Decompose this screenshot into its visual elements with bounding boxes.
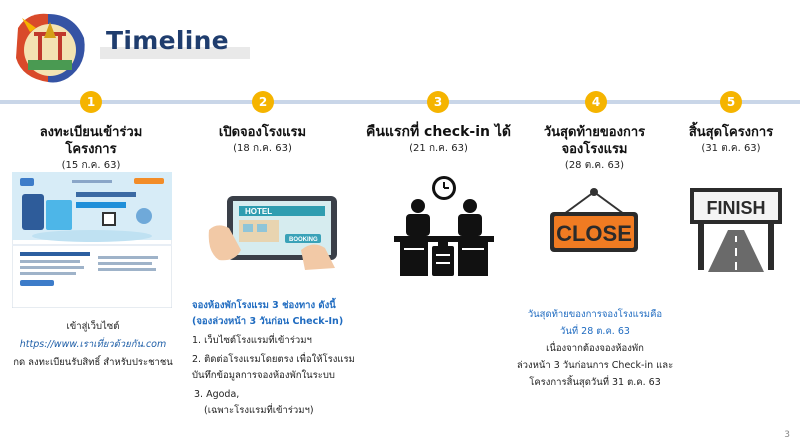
col1-line3: กด ลงทะเบียนรับสิทธิ์ สำหรับประชาชน xyxy=(13,357,173,368)
step-date: (31 ต.ค. 63) xyxy=(701,143,761,154)
col2-text: จองห้องพักโรงแรม 3 ช่องทาง ดังนี้ (จองล่… xyxy=(192,299,367,417)
timeline-node-1: 1 xyxy=(80,91,102,113)
col4-line3: เนื่องจากต้องจองห้องพัก xyxy=(546,343,644,354)
step-date: (15 ก.ค. 63) xyxy=(61,160,121,171)
step-1: ลงทะเบียนเข้าร่วม โครงการ (15 ก.ค. 63) xyxy=(20,124,162,173)
step-title: เปิดจองโรงแรม xyxy=(218,125,307,140)
col4-text: วันสุดท้ายของการจองโรงแรมคือ วันที่ 28 ต… xyxy=(510,308,680,389)
step-4: วันสุดท้ายของการ จองโรงแรม (28 ต.ค. 63) xyxy=(522,124,667,173)
title-underline xyxy=(100,47,250,59)
step-title: สิ้นสุดโครงการ xyxy=(688,125,774,140)
page-title: Timeline xyxy=(106,26,229,55)
step-title: ลงทะเบียนเข้าร่วม xyxy=(39,125,143,140)
col4-heading1: วันสุดท้ายของการจองโรงแรมคือ xyxy=(527,309,663,320)
finish-sign-text: FINISH xyxy=(706,198,765,218)
col2-item2a: 2. ติดต่อโรงแรมโดยตรง เพื่อให้โรงแรม xyxy=(192,354,355,365)
step-title: วันสุดท้ายของการ xyxy=(543,125,646,140)
col4-heading2: วันที่ 28 ต.ค. 63 xyxy=(560,326,630,337)
timeline-node-5: 5 xyxy=(720,91,742,113)
col2-item3b: (เฉพาะโรงแรมที่เข้าร่วมฯ) xyxy=(204,405,314,416)
page-number: 3 xyxy=(784,430,790,440)
close-sign-illustration: CLOSE xyxy=(548,186,640,258)
timeline-node-4: 4 xyxy=(585,91,607,113)
col1-text: เข้าสู่เว็บไซต์ https://www.เราเที่ยวด้ว… xyxy=(8,320,178,369)
col2-item2b: บันทึกข้อมูลการจองห้องพักในระบบ xyxy=(192,370,335,381)
step-title-cont: จองโรงแรม xyxy=(561,142,628,157)
col2-item1: 1. เว็บไซต์โรงแรมที่เข้าร่วมฯ xyxy=(192,335,312,346)
step-date: (21 ก.ค. 63) xyxy=(409,143,468,154)
col4-line5: โครงการสิ้นสุดวันที่ 31 ต.ค. 63 xyxy=(529,377,661,388)
step-5: สิ้นสุดโครงการ (31 ต.ค. 63) xyxy=(672,124,790,156)
step-title: คืนแรกที่ check-in ได้ xyxy=(365,124,511,140)
step-2: เปิดจองโรงแรม (18 ก.ค. 63) xyxy=(190,124,335,156)
step-date: (28 ต.ค. 63) xyxy=(564,160,625,171)
check-in-icon xyxy=(392,174,496,278)
step-3: คืนแรกที่ check-in ได้ (21 ก.ค. 63) xyxy=(356,124,521,156)
timeline-line xyxy=(0,100,800,104)
timeline-node-2: 2 xyxy=(252,91,274,113)
finish-sign-illustration: FINISH xyxy=(686,186,786,272)
website-screenshot xyxy=(11,171,173,309)
step-date: (18 ก.ค. 63) xyxy=(233,143,292,154)
logo xyxy=(8,8,90,86)
col2-heading1: จองห้องพักโรงแรม 3 ช่องทาง ดังนี้ xyxy=(192,300,336,311)
col2-item3a: 3. Agoda, xyxy=(194,389,240,400)
website-link[interactable]: https://www.เราเที่ยวด้วยกัน.com xyxy=(19,339,167,350)
col1-line1: เข้าสู่เว็บไซต์ xyxy=(66,321,120,332)
tablet-booking-illustration: HOTEL BOOKING xyxy=(205,190,345,272)
booking-button-text: BOOKING xyxy=(289,237,318,243)
step-title-cont: โครงการ xyxy=(65,142,117,157)
col2-heading2: (จองล่วงหน้า 3 วันก่อน Check-In) xyxy=(192,316,344,327)
hotel-sign-text: HOTEL xyxy=(245,207,272,216)
close-sign-text: CLOSE xyxy=(556,221,632,246)
timeline-node-3: 3 xyxy=(427,91,449,113)
col4-line4: ล่วงหน้า 3 วันก่อนการ Check-in และ xyxy=(516,360,674,371)
